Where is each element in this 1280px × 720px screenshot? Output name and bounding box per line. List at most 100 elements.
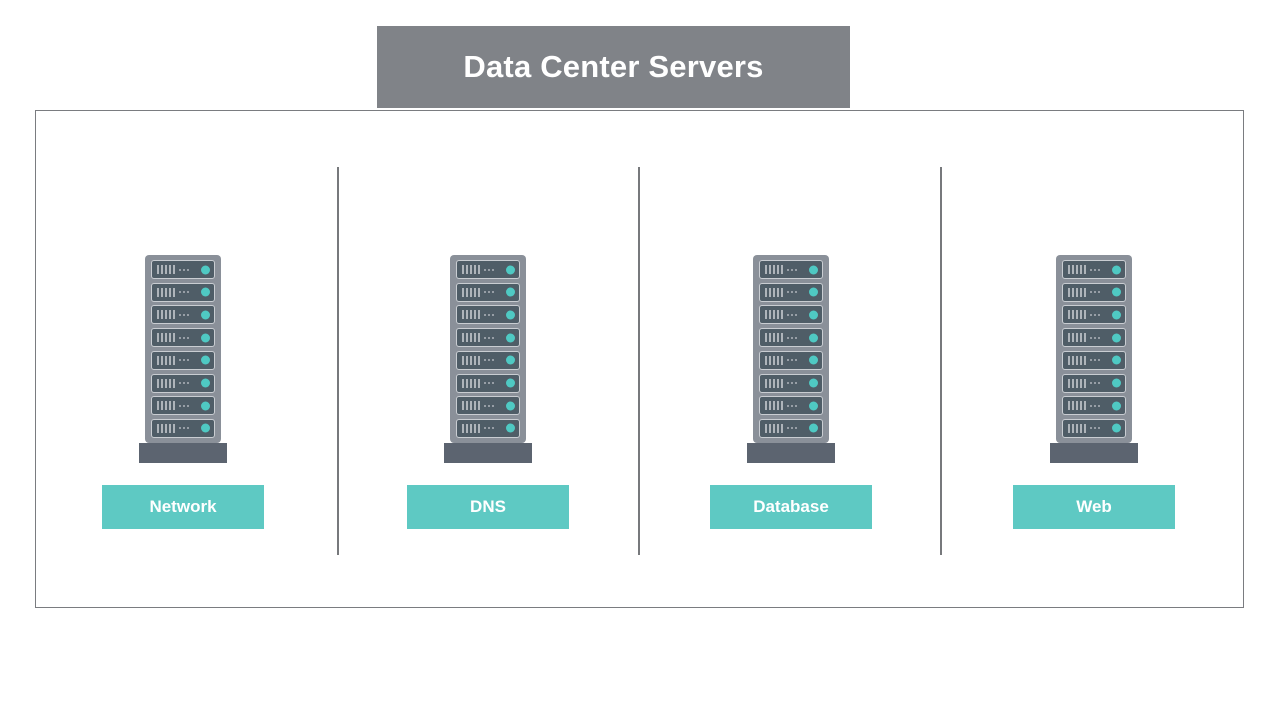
unit-bars-icon — [765, 401, 783, 411]
unit-bars-icon — [462, 333, 480, 343]
status-led-icon — [1112, 333, 1121, 343]
server-unit — [456, 373, 520, 393]
unit-dots-icon — [1090, 382, 1100, 385]
unit-bars-icon — [1068, 310, 1086, 320]
unit-dots-icon — [179, 404, 189, 407]
rack-unit-stack — [456, 260, 520, 438]
server-rack-icon — [1050, 255, 1138, 463]
status-led-icon — [506, 310, 515, 320]
unit-dots-icon — [179, 336, 189, 339]
unit-bars-icon — [462, 423, 480, 433]
status-led-icon — [809, 378, 818, 388]
unit-dots-icon — [787, 427, 797, 430]
status-led-icon — [506, 378, 515, 388]
unit-dots-icon — [484, 336, 494, 339]
unit-bars-icon — [1068, 355, 1086, 365]
server-unit — [1062, 396, 1126, 416]
rack-base — [444, 443, 532, 463]
unit-bars-icon — [462, 401, 480, 411]
server-unit — [759, 260, 823, 279]
unit-dots-icon — [179, 382, 189, 385]
unit-dots-icon — [787, 268, 797, 271]
unit-bars-icon — [765, 287, 783, 297]
server-unit — [151, 328, 215, 348]
server-unit — [151, 396, 215, 416]
server-column-web[interactable]: Web — [984, 255, 1204, 529]
status-led-icon — [1112, 378, 1121, 388]
server-column-database[interactable]: Database — [681, 255, 901, 529]
unit-bars-icon — [1068, 378, 1086, 388]
server-label-web[interactable]: Web — [1013, 485, 1175, 529]
unit-bars-icon — [157, 310, 175, 320]
status-led-icon — [201, 423, 210, 433]
server-label-database[interactable]: Database — [710, 485, 872, 529]
unit-bars-icon — [1068, 401, 1086, 411]
server-unit — [456, 260, 520, 279]
server-column-network[interactable]: Network — [73, 255, 293, 529]
server-unit — [759, 328, 823, 348]
server-label-text: Network — [149, 497, 217, 516]
unit-dots-icon — [787, 291, 797, 294]
status-led-icon — [201, 378, 210, 388]
server-label-dns[interactable]: DNS — [407, 485, 569, 529]
server-unit — [456, 328, 520, 348]
unit-dots-icon — [484, 268, 494, 271]
server-label-text: Web — [1076, 497, 1112, 516]
unit-bars-icon — [462, 310, 480, 320]
server-rack-icon — [444, 255, 532, 463]
divider-3 — [940, 167, 942, 555]
unit-dots-icon — [484, 382, 494, 385]
server-label-network[interactable]: Network — [102, 485, 264, 529]
unit-bars-icon — [157, 423, 175, 433]
status-led-icon — [201, 333, 210, 343]
unit-bars-icon — [462, 287, 480, 297]
rack-base — [747, 443, 835, 463]
unit-dots-icon — [179, 268, 189, 271]
status-led-icon — [201, 265, 210, 274]
status-led-icon — [809, 333, 818, 343]
rack-base — [1050, 443, 1138, 463]
server-unit — [759, 418, 823, 438]
status-led-icon — [1112, 423, 1121, 433]
server-unit — [1062, 350, 1126, 370]
status-led-icon — [506, 355, 515, 365]
server-unit — [1062, 260, 1126, 279]
status-led-icon — [201, 401, 210, 411]
unit-dots-icon — [787, 404, 797, 407]
unit-dots-icon — [787, 336, 797, 339]
unit-bars-icon — [765, 265, 783, 274]
status-led-icon — [1112, 310, 1121, 320]
divider-1 — [337, 167, 339, 555]
server-unit — [1062, 305, 1126, 325]
unit-bars-icon — [1068, 265, 1086, 274]
status-led-icon — [1112, 287, 1121, 297]
unit-dots-icon — [1090, 313, 1100, 316]
unit-dots-icon — [484, 359, 494, 362]
server-column-dns[interactable]: DNS — [378, 255, 598, 529]
status-led-icon — [506, 265, 515, 274]
status-led-icon — [201, 355, 210, 365]
unit-bars-icon — [1068, 287, 1086, 297]
server-unit — [456, 305, 520, 325]
unit-bars-icon — [765, 310, 783, 320]
status-led-icon — [201, 310, 210, 320]
status-led-icon — [1112, 355, 1121, 365]
unit-dots-icon — [179, 427, 189, 430]
unit-bars-icon — [462, 378, 480, 388]
status-led-icon — [809, 423, 818, 433]
server-unit — [151, 282, 215, 302]
unit-bars-icon — [765, 423, 783, 433]
unit-dots-icon — [1090, 291, 1100, 294]
title-banner: Data Center Servers — [377, 26, 850, 108]
server-unit — [759, 373, 823, 393]
status-led-icon — [809, 265, 818, 274]
server-unit — [456, 396, 520, 416]
status-led-icon — [809, 287, 818, 297]
server-label-text: DNS — [470, 497, 506, 516]
status-led-icon — [506, 287, 515, 297]
unit-bars-icon — [157, 287, 175, 297]
status-led-icon — [1112, 265, 1121, 274]
unit-bars-icon — [157, 355, 175, 365]
page-title: Data Center Servers — [463, 49, 764, 84]
server-label-text: Database — [753, 497, 829, 516]
